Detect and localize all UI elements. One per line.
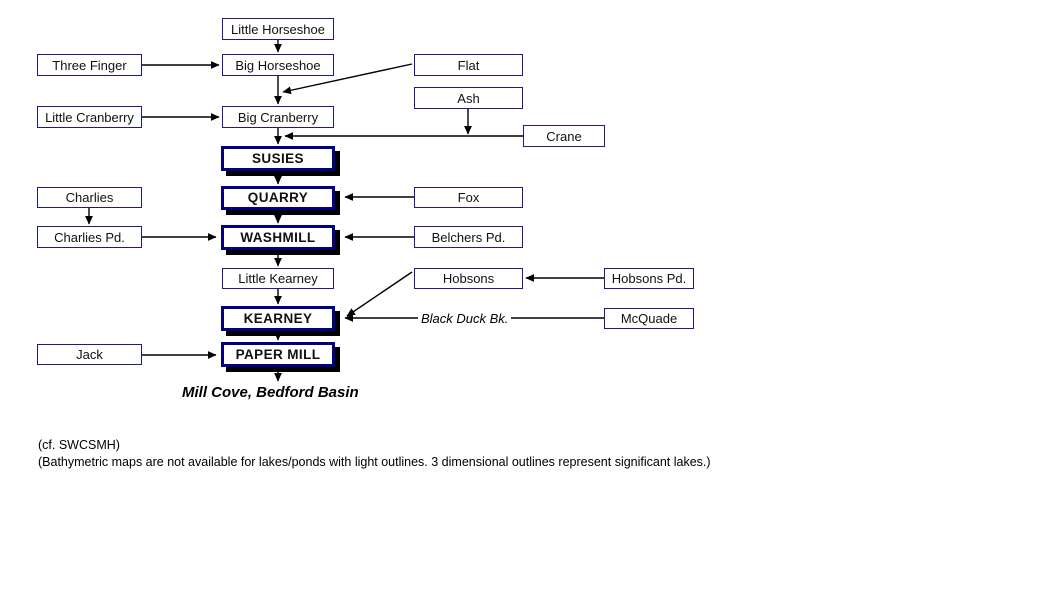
node-label-hobsons-pd: Hobsons Pd. [611,271,687,286]
node-label-charlies-pd: Charlies Pd. [54,229,125,245]
node-belchers-pd[interactable]: Belchers Pd. [414,226,523,248]
node-label-little-kearney: Little Kearney [238,271,318,286]
node-label-little-cranberry: Little Cranberry [45,109,134,125]
node-jack[interactable]: Jack [37,344,142,365]
node-big-horseshoe[interactable]: Big Horseshoe [222,54,334,76]
outflow-caption: Mill Cove, Bedford Basin [182,384,359,401]
note-line-2: (Bathymetric maps are not available for … [38,455,711,469]
node-hobsons[interactable]: Hobsons [414,268,523,289]
node-little-cranberry[interactable]: Little Cranberry [37,106,142,128]
node-label-crane: Crane [546,128,582,144]
node-three-finger[interactable]: Three Finger [37,54,142,76]
node-charlies-pd[interactable]: Charlies Pd. [37,226,142,248]
node-label-jack: Jack [76,347,103,362]
node-label-flat: Flat [457,57,480,73]
note-line-1: (cf. SWCSMH) [38,438,120,452]
node-label-little-horseshoe: Little Horseshoe [231,21,325,37]
node-fox[interactable]: Fox [414,187,523,208]
node-label-washmill: WASHMILL [240,229,316,245]
node-hobsons-pd[interactable]: Hobsons Pd. [604,268,694,289]
node-label-belchers-pd: Belchers Pd. [431,229,506,245]
node-susies[interactable]: SUSIES [221,146,335,171]
node-label-three-finger: Three Finger [52,57,127,73]
node-flat[interactable]: Flat [414,54,523,76]
edge-hobsons-to-kearney [346,271,413,317]
node-label-quarry: QUARRY [247,190,309,206]
node-little-kearney[interactable]: Little Kearney [222,268,334,289]
node-mcquade[interactable]: McQuade [604,308,694,329]
node-label-hobsons: Hobsons [442,271,495,286]
node-label-big-cranberry: Big Cranberry [237,109,319,125]
node-label-charlies: Charlies [65,190,114,205]
node-ash[interactable]: Ash [414,87,523,109]
node-label-ash: Ash [457,90,480,106]
node-big-cranberry[interactable]: Big Cranberry [222,106,334,128]
node-label-mcquade: McQuade [620,311,678,326]
node-charlies[interactable]: Charlies [37,187,142,208]
node-label-susies: SUSIES [252,150,304,166]
node-label-big-horseshoe: Big Horseshoe [235,57,321,73]
node-little-horseshoe[interactable]: Little Horseshoe [222,18,334,40]
node-quarry[interactable]: QUARRY [221,186,335,210]
node-crane[interactable]: Crane [523,125,605,147]
node-label-fox: Fox [457,190,480,205]
node-kearney[interactable]: KEARNEY [221,306,335,331]
node-label-kearney: KEARNEY [243,310,313,326]
node-washmill[interactable]: WASHMILL [221,225,335,250]
node-label-paper-mill: PAPER MILL [235,346,321,362]
node-paper-mill[interactable]: PAPER MILL [221,342,335,367]
edge-label-black-duck-bk: Black Duck Bk. [418,311,512,326]
